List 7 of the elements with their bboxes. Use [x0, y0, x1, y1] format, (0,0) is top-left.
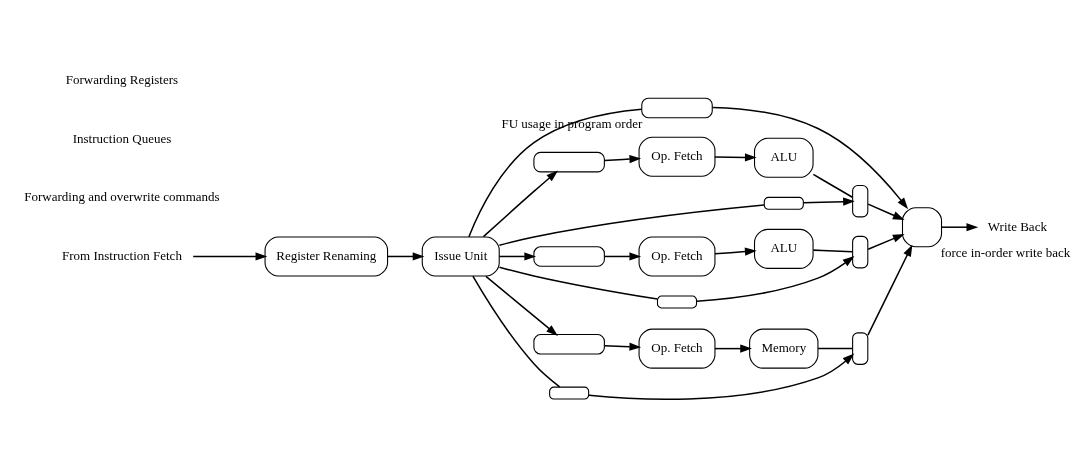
node-label: force in-order write back	[940, 244, 1071, 260]
node-text: From Instruction Fetch	[62, 247, 182, 263]
label: Forwarding and overwrite commands	[24, 188, 220, 204]
label: Instruction Queues	[72, 130, 172, 146]
node-text: Write Back	[987, 218, 1047, 234]
node-label: FU usage in program order	[501, 115, 643, 131]
label: Forwarding Registers	[65, 71, 179, 87]
